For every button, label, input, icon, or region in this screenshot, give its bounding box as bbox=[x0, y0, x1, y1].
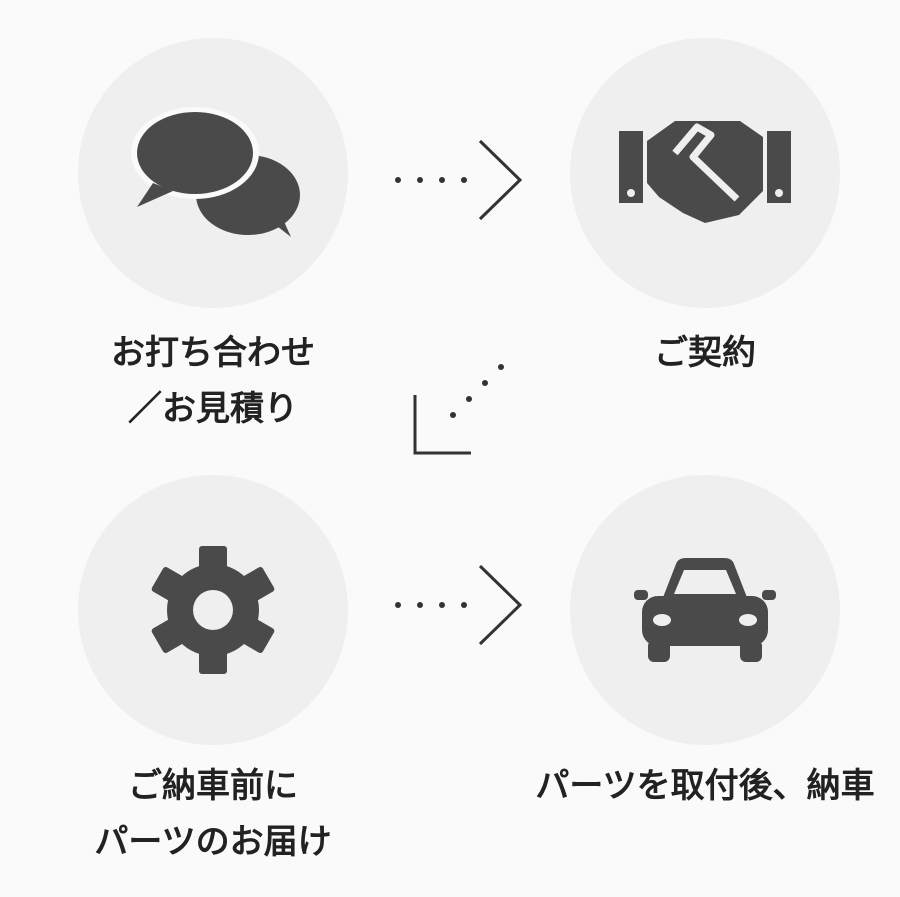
arrow-diagonal bbox=[413, 364, 504, 455]
chat-bubbles-icon bbox=[131, 107, 300, 237]
step-4-line1: パーツを取付後、納車 bbox=[535, 766, 875, 806]
step-3-line2: パーツのお届け bbox=[94, 822, 332, 862]
step-2-line1: ご契約 bbox=[654, 333, 756, 373]
step-3-label: ご納車前に パーツのお届け bbox=[78, 758, 348, 870]
step-2-label: ご契約 bbox=[570, 325, 840, 381]
step-1-line2: ／お見積り bbox=[128, 389, 298, 429]
step-1-circle bbox=[78, 38, 348, 308]
arrow-right-2 bbox=[395, 564, 523, 646]
step-3-circle bbox=[78, 475, 348, 745]
step-3-line1: ご納車前に bbox=[128, 766, 298, 806]
car-icon bbox=[634, 558, 776, 662]
step-1-line1: お打ち合わせ bbox=[111, 333, 315, 373]
gear-icon bbox=[151, 546, 275, 674]
step-2-circle bbox=[570, 38, 840, 308]
handshake-icon bbox=[619, 121, 791, 223]
step-4-circle bbox=[570, 475, 840, 745]
step-1-label: お打ち合わせ ／お見積り bbox=[78, 325, 348, 437]
arrow-right-1 bbox=[395, 139, 523, 221]
step-4-label: パーツを取付後、納車 bbox=[520, 758, 890, 814]
